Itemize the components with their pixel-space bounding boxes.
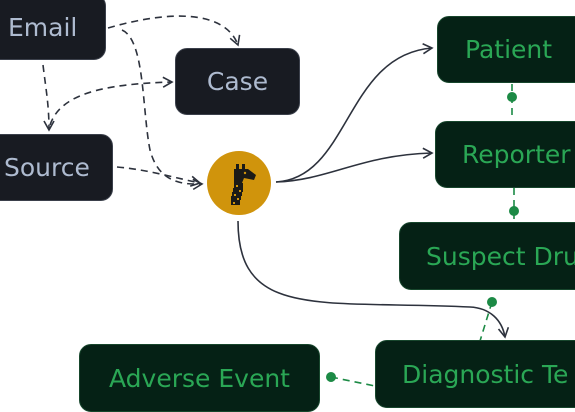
node-suspect-drug[interactable]: Suspect Dru [399,222,575,290]
giraffe-icon [231,164,256,205]
connections [42,15,519,387]
node-adverse-event[interactable]: Adverse Event [79,344,320,412]
node-diagnostic-test[interactable]: Diagnostic Te [375,340,575,408]
endpoint-dot [507,92,517,102]
node-reporter-label: Reporter [462,140,571,169]
edge-hub-diagnostic [237,220,510,339]
node-diagnostic-test-label: Diagnostic Te [402,359,569,389]
node-adverse-event-label: Adverse Event [109,363,290,393]
endpoint-dot [487,297,497,307]
edge-hub-patient [275,43,434,183]
edge-source-hub [116,166,202,187]
edge-adverse-diagnostic [330,376,376,387]
edge-email-case [107,15,241,47]
edge-email-source [42,64,55,132]
node-patient-label: Patient [465,35,553,64]
edge-email-hub [121,29,204,191]
node-case[interactable]: Case [175,48,300,115]
node-email[interactable]: Email [0,0,106,60]
node-source-label: Source [4,153,90,182]
endpoint-dot [326,372,336,382]
node-email-label: Email [8,12,78,42]
node-suspect-drug-label: Suspect Dru [426,241,575,271]
edge-suspect-diagnostic [479,301,493,342]
edge-source-case [49,76,174,126]
edge-hub-reporter [275,147,434,183]
hub-node[interactable] [207,151,271,215]
node-source[interactable]: Source [0,134,113,201]
endpoint-dot [509,206,519,216]
node-patient[interactable]: Patient [437,16,575,83]
node-case-label: Case [206,67,269,96]
node-reporter[interactable]: Reporter [435,121,575,188]
